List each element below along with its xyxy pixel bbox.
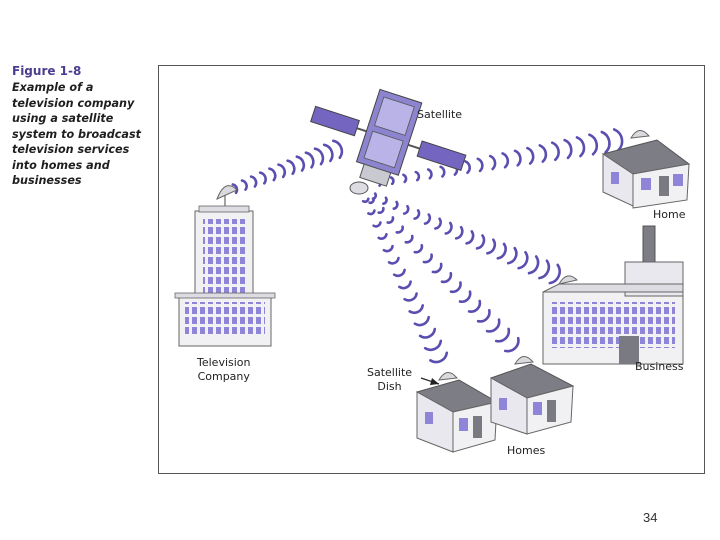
uplink-waves-arc	[268, 167, 277, 182]
label-home: Home	[653, 208, 686, 221]
diagram-frame: Satellite Home Business Television Compa…	[158, 65, 705, 474]
homes-downlink-waves-2-arc	[431, 262, 443, 274]
homes-downlink-waves-2-arc	[386, 216, 395, 224]
homes-downlink-waves-1-arc	[377, 233, 388, 240]
business-downlink-waves-arc	[454, 225, 464, 240]
business-downlink-waves-arc	[527, 255, 540, 275]
homes-downlink-waves-2-arc	[377, 206, 385, 214]
home-downlink-waves-arc	[575, 136, 586, 158]
uplink-waves-arc	[249, 175, 258, 188]
figure-title: Figure 1-8	[12, 64, 82, 78]
home-downlink-waves-arc	[402, 173, 408, 184]
uplink-waves-arc	[286, 159, 296, 175]
television-company-building	[174, 185, 276, 347]
business-downlink-waves-arc	[517, 251, 529, 270]
home-downlink-waves-arc	[550, 141, 560, 162]
homes-downlink-waves-2-arc	[494, 327, 511, 343]
figure-description: Example of a television company using a …	[12, 81, 141, 187]
homes-downlink-waves-1-arc	[413, 315, 430, 327]
uplink-waves-arc	[277, 163, 287, 179]
homes-downlink-waves-2-arc	[467, 299, 482, 313]
business-downlink-waves-arc	[538, 259, 551, 280]
home-downlink-waves-arc	[612, 128, 624, 152]
home-downlink-waves-arc	[488, 154, 497, 171]
homes-downlink-waves-2-arc	[449, 281, 462, 294]
homes-downlink-waves-1-arc	[361, 197, 370, 203]
home-downlink-waves-arc	[389, 176, 395, 186]
label-satellite: Satellite	[417, 108, 463, 121]
business-downlink-waves-arc	[402, 204, 410, 215]
homes-downlink-waves-2-arc	[476, 309, 491, 323]
page-number: 34	[643, 510, 658, 525]
homes-downlink-waves-1-arc	[387, 256, 400, 265]
home-downlink-waves-arc	[501, 152, 510, 169]
homes-downlink-waves-2-arc	[458, 290, 472, 303]
business-downlink-waves-arc	[548, 263, 561, 285]
label-satellite-dish-line2: Dish	[377, 380, 402, 393]
label-satellite-dish: Satellite Dish	[367, 366, 412, 394]
business-downlink-waves-arc	[434, 217, 442, 230]
home-downlink-waves-arc	[526, 146, 535, 165]
homes-downlink-waves-2-arc	[503, 336, 520, 353]
satellite-broadcast-diagram	[174, 88, 691, 453]
uplink-waves-arc	[304, 151, 315, 169]
label-business: Business	[635, 360, 684, 373]
home-downlink-waves-arc	[600, 130, 611, 154]
homes-downlink-waves-1-arc	[367, 209, 376, 216]
uplink-waves-arc	[231, 183, 239, 195]
business-downlink-waves-arc	[465, 230, 475, 245]
business-downlink-waves-arc	[486, 238, 497, 255]
homes-downlink-waves-2-arc	[395, 225, 404, 234]
homes-downlink-waves-2-arc	[485, 318, 501, 333]
home-downlink-waves-arc	[538, 144, 548, 163]
dish-pointer-head	[430, 378, 439, 385]
home-downlink-waves-arc	[563, 138, 573, 160]
home-downlink-waves-arc	[464, 160, 471, 174]
homes-downlink-waves-2-arc	[422, 253, 433, 264]
homes-downlink-waves-1-arc	[429, 351, 449, 364]
homes-downlink-waves-1-arc	[403, 292, 418, 302]
label-television-company-line1: Television	[197, 356, 251, 369]
business-downlink-waves-arc	[392, 200, 399, 210]
uplink-waves-arc	[240, 179, 248, 191]
homes-downlink-waves-1-arc	[423, 339, 443, 352]
uplink-waves-arc	[258, 171, 267, 185]
uplink-waves-arc	[295, 155, 306, 172]
business-downlink-waves-arc	[423, 213, 432, 225]
label-satellite-dish-line1: Satellite	[367, 366, 413, 379]
home-downlink-waves-arc	[588, 133, 599, 156]
home-downlink-waves-arc	[476, 157, 484, 173]
business-downlink-waves-arc	[444, 221, 453, 235]
homes-downlink-waves-2-arc	[440, 271, 453, 284]
homes-downlink-waves-2-arc	[413, 244, 424, 254]
homes-downlink-waves-1-arc	[408, 304, 424, 315]
homes-downlink-waves-2-arc	[368, 197, 375, 205]
homes-downlink-waves-1-arc	[382, 244, 394, 253]
uplink-waves-arc	[313, 147, 325, 166]
home-downlink-waves-arc	[513, 149, 522, 167]
label-television-company: Television Company	[197, 356, 251, 384]
figure-caption: Figure 1-8 Example of a television compa…	[12, 64, 152, 189]
label-television-company-line2: Company	[197, 370, 250, 383]
business-downlink-waves-arc	[496, 242, 507, 260]
home-downlink-waves-arc	[439, 165, 446, 178]
homes-downlink-waves-1-arc	[372, 221, 382, 228]
business-building	[542, 225, 684, 365]
homes-buildings	[415, 356, 575, 453]
homes-downlink-waves-1-arc	[392, 268, 406, 278]
label-homes: Homes	[507, 444, 546, 457]
homes-downlink-waves-2-arc	[404, 234, 414, 244]
business-downlink-waves-arc	[382, 196, 388, 205]
satellite	[310, 88, 467, 187]
home-downlink-waves-arc	[426, 168, 433, 180]
home-downlink-waves-arc	[414, 170, 421, 182]
business-downlink-waves-arc	[475, 234, 486, 250]
business-downlink-waves-arc	[506, 246, 518, 265]
homes-downlink-waves-1-arc	[418, 327, 437, 339]
uplink-waves-arc	[332, 139, 344, 159]
business-downlink-waves-arc	[413, 209, 421, 220]
home-building	[601, 130, 691, 209]
homes-downlink-waves-1-arc	[398, 280, 412, 290]
uplink-waves-arc	[322, 143, 334, 163]
